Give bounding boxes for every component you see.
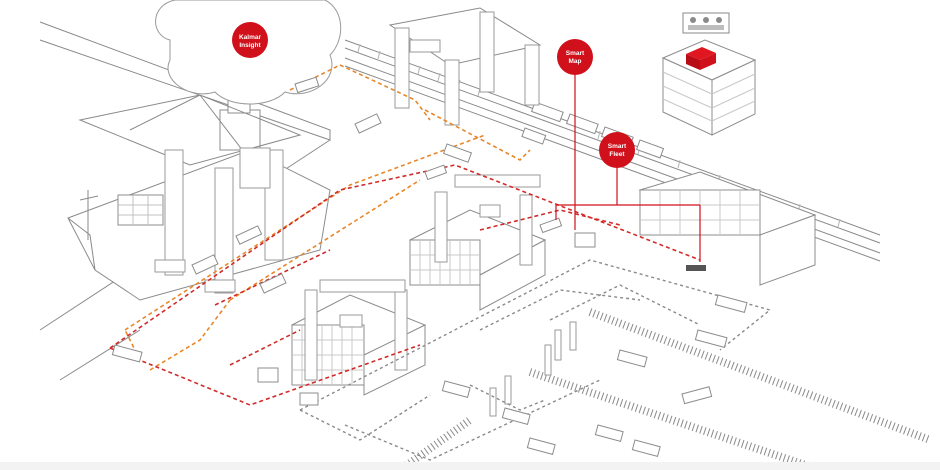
rail-gantry-crane [388, 7, 542, 126]
badge-smart-map: Smart Map [557, 39, 593, 75]
container-stack-right [638, 171, 817, 286]
perimeter-fence [397, 308, 932, 470]
badge-kalmar-insight: Kalmar Insight [232, 22, 268, 58]
connection-lines [555, 75, 701, 262]
office-building [661, 39, 757, 136]
badge-smart-fleet-line2: Fleet [609, 151, 625, 158]
vehicles [111, 76, 748, 458]
container-block-lower [290, 279, 427, 396]
container-block-upper [408, 174, 547, 311]
badge-kalmar-insight-line1: Kalmar [239, 34, 262, 41]
badge-kalmar-insight-line2: Insight [239, 42, 261, 49]
badge-smart-map-line1: Smart [566, 50, 585, 57]
operators-icon [682, 12, 730, 34]
route-red [109, 164, 701, 406]
badge-smart-fleet: Smart Fleet [599, 132, 635, 168]
badge-smart-map-line2: Map [569, 58, 582, 65]
badge-smart-fleet-line1: Smart [608, 143, 627, 150]
route-gray [299, 259, 772, 461]
server-icon [686, 47, 716, 70]
bottom-band [0, 462, 940, 470]
